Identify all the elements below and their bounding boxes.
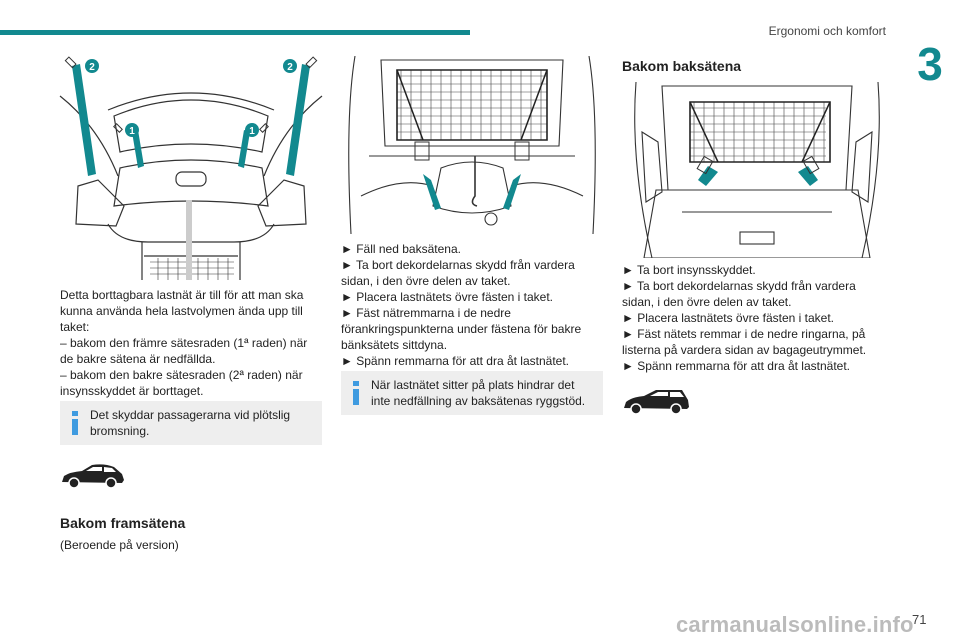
intro-paragraph: Detta borttagbara lastnät är till för at… (60, 288, 304, 334)
step-item: ► Ta bort dekordelarnas skydd från varde… (341, 258, 575, 288)
step-item: ► Spänn remmarna för att dra åt lastnäte… (622, 359, 850, 373)
step-item: ► Fäst nätets remmar i de nedre ringarna… (622, 327, 867, 357)
header-accent-bar (0, 30, 470, 35)
step-item: ► Placera lastnätets övre fästen i taket… (341, 290, 553, 304)
callout-1-right: 1 (249, 126, 255, 137)
note-text: Det skyddar passagerarna vid plötslig br… (90, 408, 291, 438)
step-item: ► Fäst nätremmarna i de nedre förankring… (341, 306, 582, 352)
illustration-net-behind-front-seats (348, 56, 596, 234)
step-item: ► Placera lastnätets övre fästen i taket… (622, 311, 834, 325)
chapter-title: Ergonomi och komfort (768, 24, 886, 38)
watermark: carmanualsonline.info (676, 612, 914, 637)
illustration-net-positions: 2 2 1 1 (59, 56, 323, 280)
note-text: När lastnätet sitter på plats hindrar de… (371, 378, 586, 408)
section-title-rear: Bakom baksätena (622, 58, 742, 74)
section-subtitle: (Beroende på version) (60, 538, 179, 552)
info-note: Det skyddar passagerarna vid plötslig br… (60, 401, 322, 445)
column-1-text: Detta borttagbara lastnät är till för at… (60, 287, 322, 399)
list-item: – bakom den främre sätesraden (1ª raden)… (60, 336, 308, 366)
callout-2-right: 2 (287, 62, 293, 73)
step-item: ► Spänn remmarna för att dra åt lastnäte… (341, 354, 569, 368)
info-note: När lastnätet sitter på plats hindrar de… (341, 371, 603, 415)
step-item: ► Ta bort insynsskyddet. (622, 263, 756, 277)
column-3-steps: ► Ta bort insynsskyddet. ► Ta bort dekor… (622, 262, 884, 374)
callout-2-left: 2 (89, 62, 95, 73)
list-item: – bakom den bakre sätesraden (2ª raden) … (60, 368, 303, 398)
step-item: ► Ta bort dekordelarnas skydd från varde… (622, 279, 856, 309)
column-2-steps: ► Fäll ned baksätena. ► Ta bort dekordel… (341, 241, 603, 369)
section-title-front: Bakom framsätena (60, 515, 186, 531)
info-icon (72, 411, 78, 435)
info-icon (353, 381, 359, 405)
car-estate-icon (624, 390, 689, 415)
car-side-icon (62, 464, 124, 489)
page-number: 71 (912, 612, 927, 627)
step-item: ► Fäll ned baksätena. (341, 242, 461, 256)
callout-1-left: 1 (129, 126, 135, 137)
illustration-net-behind-rear-seats (634, 82, 880, 258)
chapter-number: 3 (917, 38, 943, 90)
